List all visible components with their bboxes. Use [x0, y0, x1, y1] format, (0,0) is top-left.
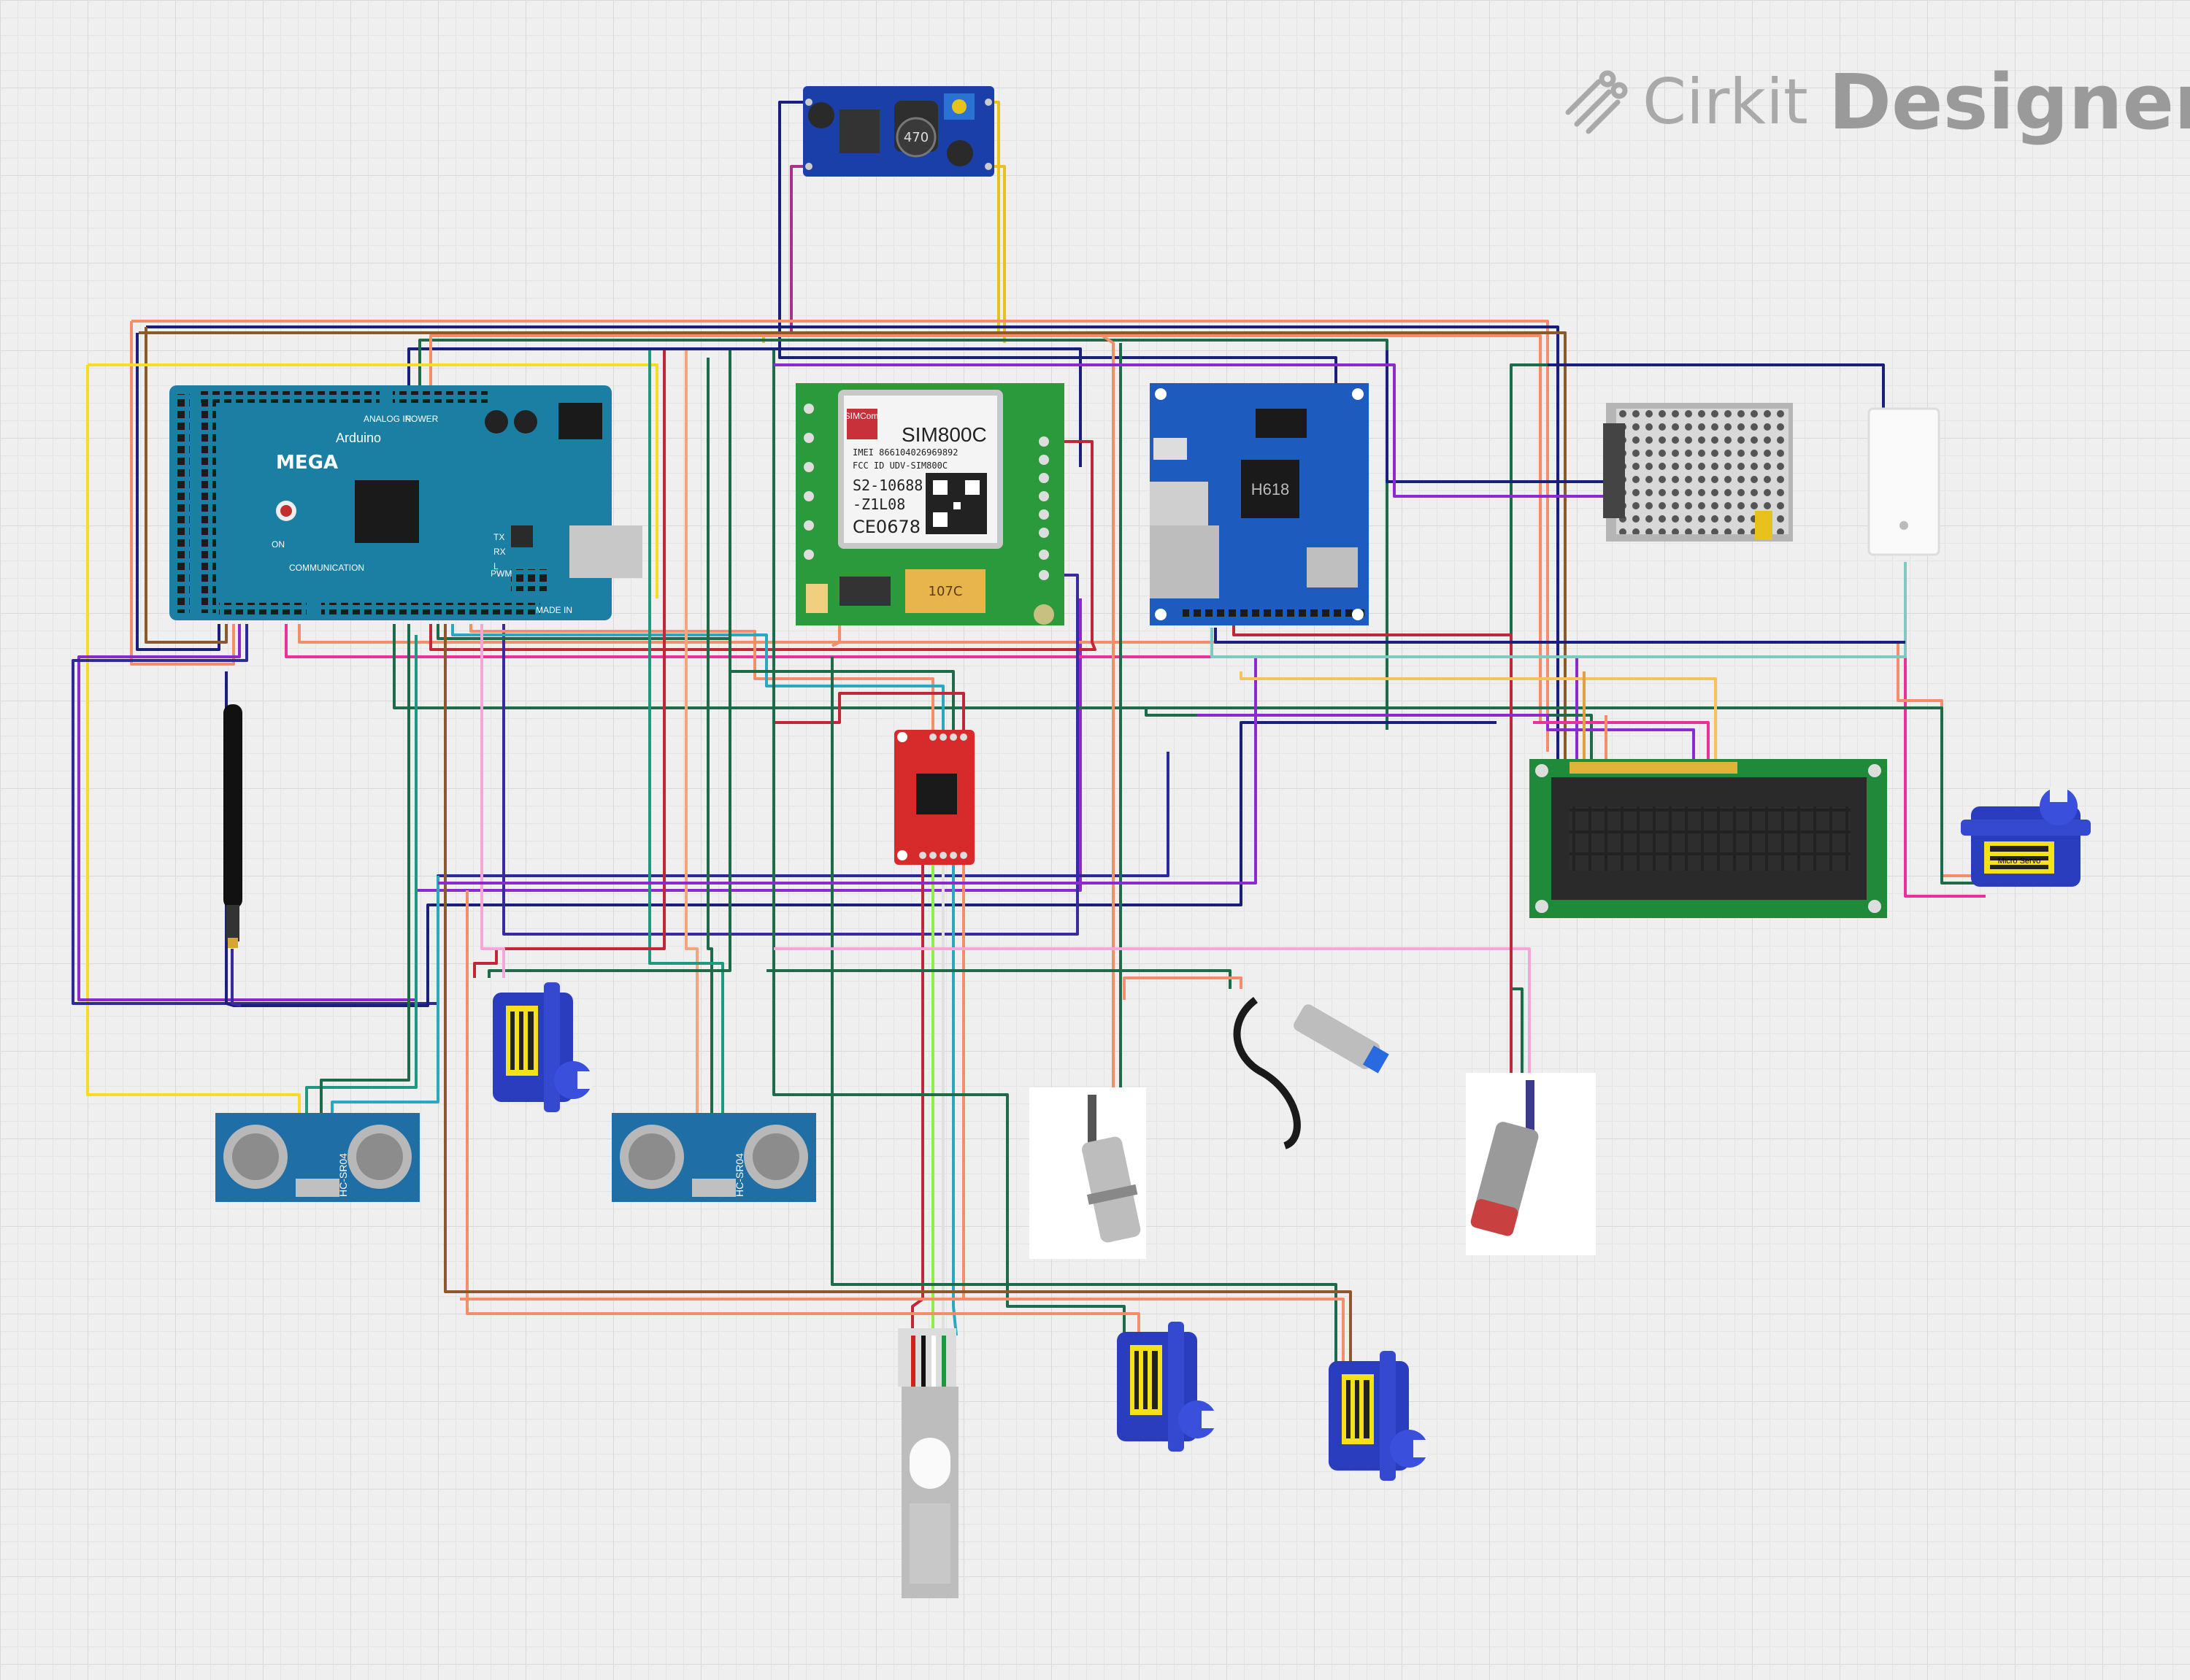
wire [986, 165, 1006, 343]
arduino-pwm-label: PWM [491, 569, 512, 579]
ultrasonic-sensor-a[interactable]: HC-SR04 [215, 1113, 420, 1202]
wire [305, 635, 418, 1117]
wire [774, 363, 1613, 498]
wire [77, 598, 1082, 1001]
wire [466, 890, 1140, 1343]
cirkit-logo-icon [1565, 70, 1628, 134]
wire [1232, 617, 1513, 1073]
wire [1533, 721, 1710, 762]
wire [131, 320, 1549, 752]
load-cell[interactable] [898, 1328, 958, 1598]
wire [393, 624, 1986, 885]
wire [648, 350, 724, 1117]
inductive-proximity-sensor-1[interactable] [1029, 1087, 1146, 1259]
buck-inductor-label: 470 [904, 130, 929, 145]
wire [685, 350, 699, 1117]
wire [1123, 976, 1242, 1000]
cirkit-designer-logo: Cirkit Designer [1562, 58, 2190, 147]
power-supply[interactable] [1603, 403, 1793, 542]
ultrasonic-b-label: HC-SR04 [734, 1153, 745, 1197]
arduino-tx-label: TX [493, 532, 504, 542]
servo-motor-4[interactable]: Micro Servo [1961, 787, 2091, 887]
sim-cap: 107C [929, 584, 963, 599]
wire [1214, 628, 1905, 644]
servo-motor-3[interactable] [1329, 1351, 1428, 1481]
wire [88, 363, 658, 598]
arduino-brand-label: Arduino [336, 431, 381, 445]
wire [225, 671, 1496, 1007]
wire [766, 969, 1232, 989]
sim-line2: -Z1L08 [853, 496, 905, 513]
arduino-mega[interactable]: MEGA Arduino ANALOG IN POWER COMMUNICATI… [169, 385, 642, 620]
wire [231, 949, 242, 1007]
wire [86, 365, 301, 1117]
sim-ce: CE0678 [853, 517, 921, 537]
orange-pi-board[interactable]: H618 [1150, 383, 1369, 625]
wire [1240, 671, 1717, 762]
lcd-16x2[interactable] [1529, 759, 1887, 918]
hx711-module[interactable] [894, 730, 975, 865]
wire [145, 327, 228, 644]
wire [460, 1298, 1345, 1372]
opi-chip: H618 [1251, 480, 1290, 498]
wire [469, 624, 934, 733]
sim-line1: S2-10688 [853, 477, 923, 494]
wire [130, 321, 235, 666]
wire [1386, 350, 1613, 483]
ultrasonic-sensor-b[interactable]: HC-SR04 [612, 1113, 816, 1202]
wire [1548, 363, 1885, 409]
arduino-mega-label: MEGA [276, 452, 338, 474]
buck-converter[interactable]: 470 [803, 86, 994, 177]
ultrasonic-a-label: HC-SR04 [337, 1153, 349, 1197]
servo-label: Micro Servo [1998, 857, 2041, 866]
wire [1210, 562, 1907, 658]
wire [438, 655, 1578, 885]
wire [952, 861, 958, 1336]
arduino-made-label: MADE IN [536, 605, 572, 615]
wire [407, 347, 1082, 467]
arduino-power-label: POWER [405, 414, 439, 424]
arduino-analog-label: ANALOG IN [364, 414, 411, 424]
wifi-router[interactable] [1867, 407, 1940, 556]
wire [473, 350, 666, 978]
servo-motor-1[interactable] [493, 982, 592, 1112]
brand-designer: Designer [1828, 58, 2190, 147]
wire [429, 440, 1096, 651]
gsm-antenna[interactable] [223, 704, 242, 948]
wire [831, 657, 1337, 1372]
wire [1197, 714, 1695, 762]
wire [418, 339, 1388, 730]
sim-imei: IMEI 866104026969892 [853, 447, 958, 458]
wire [146, 325, 1559, 762]
wire [480, 624, 505, 978]
wire [911, 861, 924, 1336]
wire [1101, 334, 1115, 1124]
wire [320, 624, 410, 1117]
wire [139, 331, 1567, 762]
wire [331, 876, 439, 1117]
sim-fcc: FCC ID UDV-SIM800C [853, 461, 948, 471]
arduino-comm-label: COMMUNICATION [289, 563, 364, 573]
arduino-on-label: ON [272, 539, 285, 550]
wire [774, 947, 1531, 1073]
servo-motor-2[interactable] [1117, 1322, 1216, 1452]
sim-title: SIM800C [902, 423, 987, 446]
arduino-l-label: L [493, 561, 499, 571]
wire [444, 624, 1352, 1372]
wire [774, 692, 965, 733]
inductive-proximity-sensor-2[interactable] [1233, 997, 1391, 1149]
wire [72, 624, 1169, 1005]
arduino-rx-label: RX [493, 547, 506, 557]
wire [488, 350, 731, 978]
photoelectric-sensor[interactable] [1466, 1073, 1596, 1255]
brand-cirkit: Cirkit [1642, 66, 1808, 139]
sim-brand: SIMCom [845, 411, 879, 421]
wire [502, 574, 1079, 936]
wire [707, 358, 713, 1117]
wire [136, 333, 220, 651]
sim800c-module[interactable]: SIMCom SIM800C IMEI 866104026969892 FCC … [796, 383, 1064, 625]
